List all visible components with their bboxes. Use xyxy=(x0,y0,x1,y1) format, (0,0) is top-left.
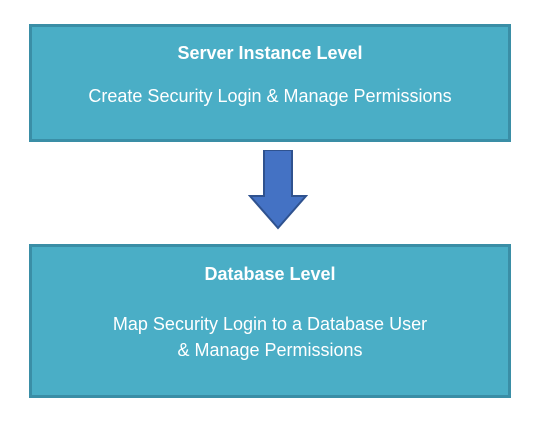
database-level-description-line-2: & Manage Permissions xyxy=(177,340,363,360)
server-instance-level-title: Server Instance Level xyxy=(177,43,363,63)
down-arrow-shape xyxy=(248,150,308,230)
database-level-title: Database Level xyxy=(204,264,336,284)
down-arrow-icon xyxy=(248,150,308,230)
server-instance-level-box: Server Instance Level Create Security Lo… xyxy=(29,24,511,142)
database-level-box: Database Level Map Security Login to a D… xyxy=(29,244,511,398)
database-level-description-line-1: Map Security Login to a Database User xyxy=(112,314,428,334)
server-instance-level-description: Create Security Login & Manage Permissio… xyxy=(88,86,452,106)
